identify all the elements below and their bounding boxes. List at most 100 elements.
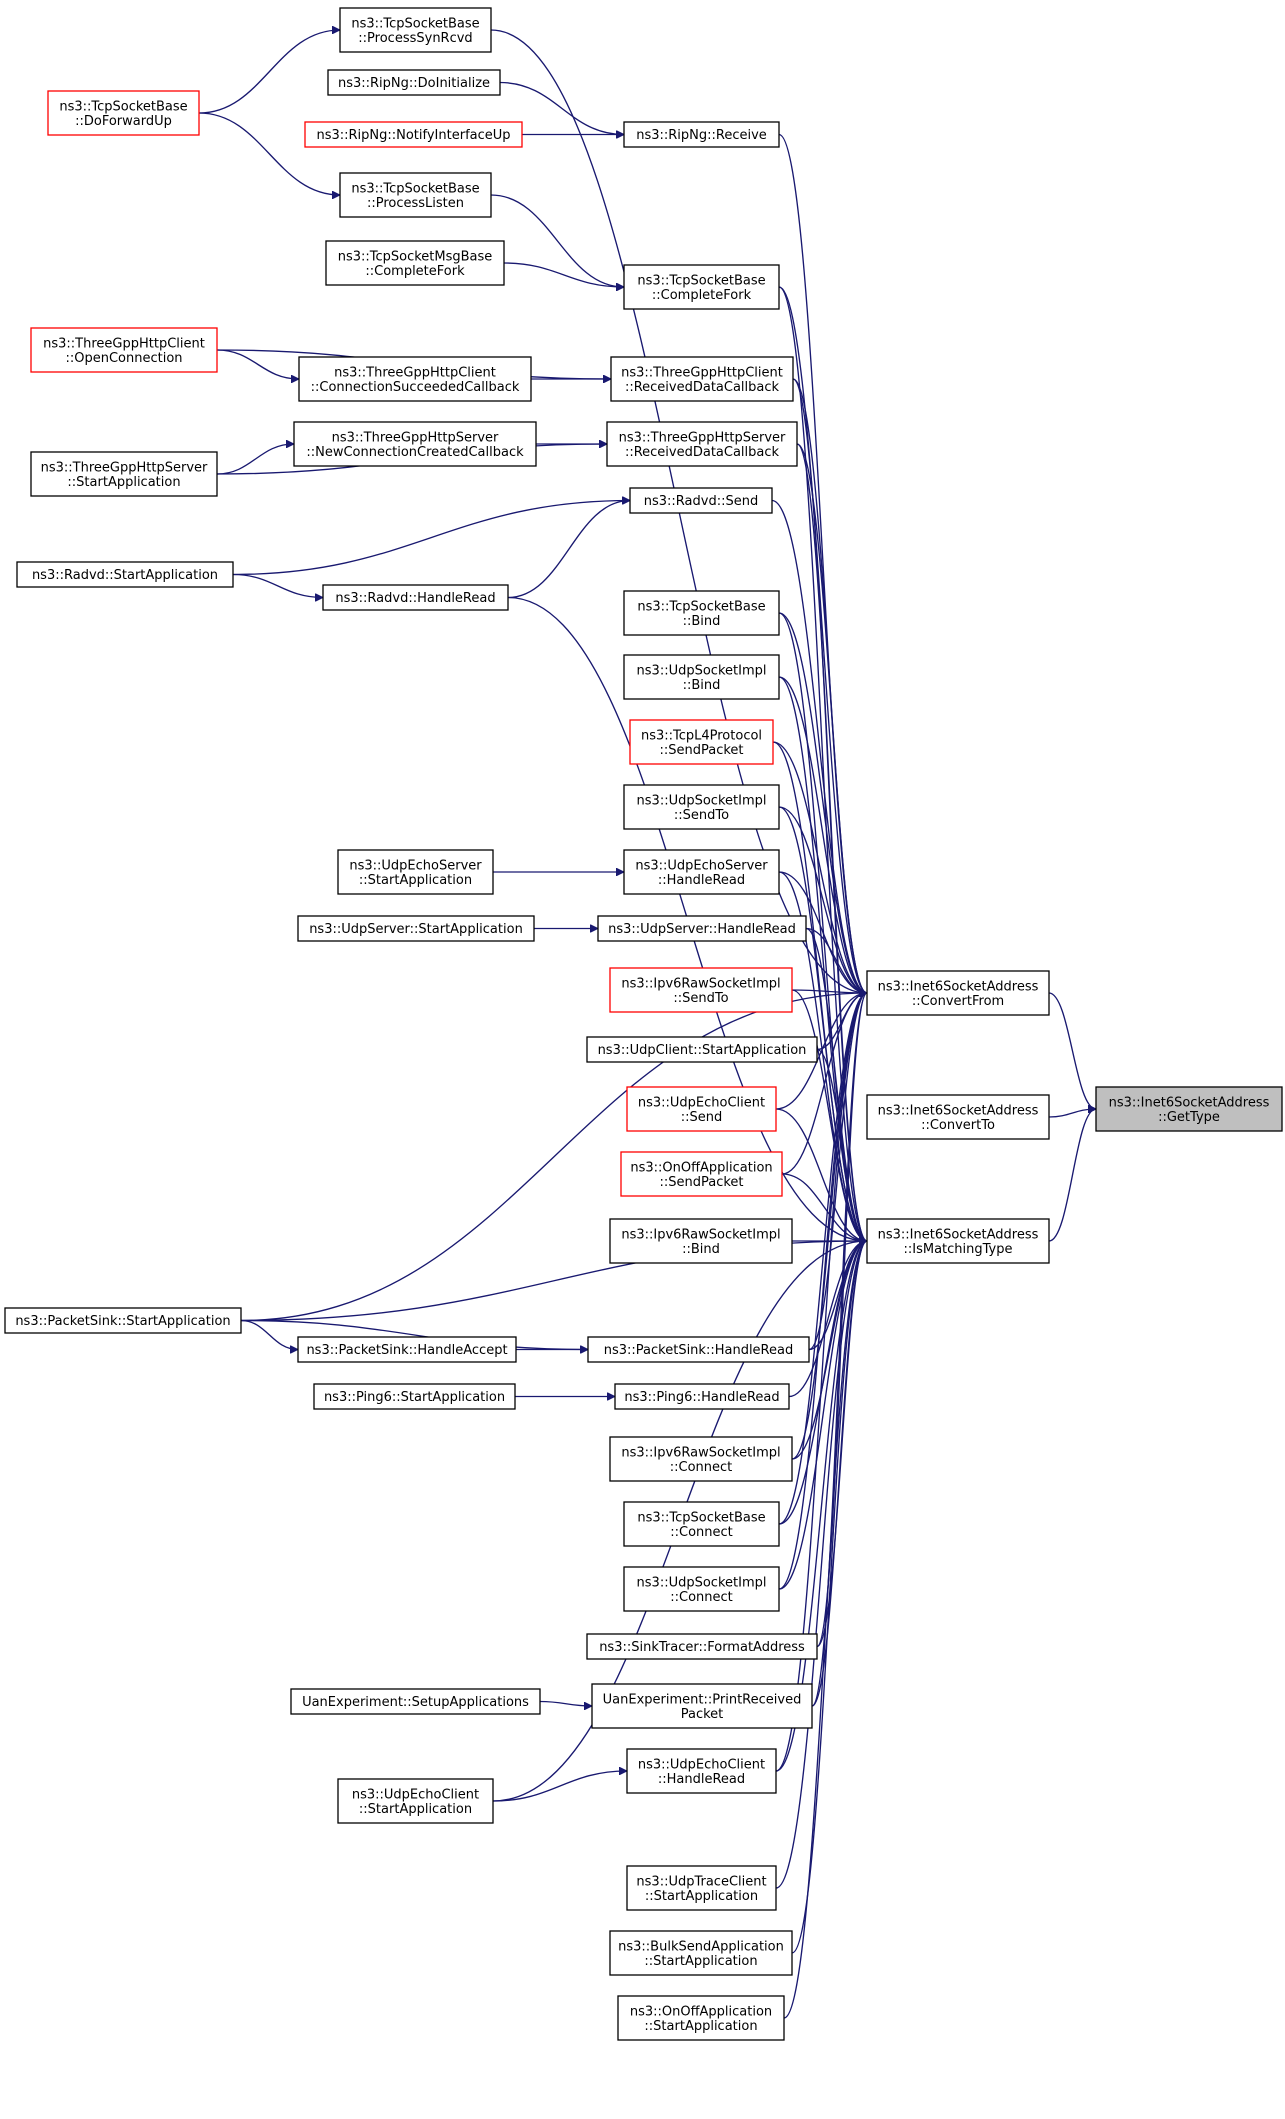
node-convert-to[interactable]: ns3::Inet6SocketAddress::ConvertTo — [866, 1094, 1050, 1140]
node-label: ::ConnectionSucceededCallback — [311, 380, 520, 395]
node-box — [597, 915, 807, 942]
node-label: ns3::TcpSocketBase — [637, 273, 765, 288]
node-label: ::ReceivedDataCallback — [625, 380, 780, 395]
node-box — [325, 240, 505, 286]
node-label: ::Bind — [683, 614, 721, 629]
node-http-client-conn-succ[interactable]: ns3::ThreeGppHttpClient::ConnectionSucce… — [298, 356, 532, 402]
node-ping6-handle-read[interactable]: ns3::Ping6::HandleRead — [614, 1383, 790, 1410]
node-echo-client-send[interactable]: ns3::UdpEchoClient::Send — [626, 1086, 777, 1132]
node-label: ns3::ThreeGppHttpClient — [621, 365, 783, 380]
node-box — [313, 1383, 516, 1410]
node-udp-trace-client-start-app[interactable]: ns3::UdpTraceClient::StartApplication — [626, 1865, 777, 1911]
node-http-client-recv-data[interactable]: ns3::ThreeGppHttpClient::ReceivedDataCal… — [610, 356, 794, 402]
node-ipv6-raw-bind[interactable]: ns3::Ipv6RawSocketImpl::Bind — [609, 1218, 793, 1264]
node-radvd-start-app[interactable]: ns3::Radvd::StartApplication — [16, 561, 234, 588]
node-rip-do-initialize[interactable]: ns3::RipNg::DoInitialize — [327, 69, 501, 96]
node-label: ::CompleteFork — [652, 288, 752, 303]
node-box — [610, 356, 794, 402]
node-ipv6-raw-connect[interactable]: ns3::Ipv6RawSocketImpl::Connect — [609, 1436, 793, 1482]
node-http-server-new-conn[interactable]: ns3::ThreeGppHttpServer::NewConnectionCr… — [293, 421, 537, 467]
node-process-listen[interactable]: ns3::TcpSocketBase::ProcessListen — [339, 172, 492, 218]
node-udp-server-start-app[interactable]: ns3::UdpServer::StartApplication — [297, 915, 535, 942]
node-label: ns3::ThreeGppHttpServer — [332, 430, 499, 445]
node-rip-receive[interactable]: ns3::RipNg::Receive — [623, 121, 780, 148]
node-box — [626, 1748, 777, 1794]
node-tcp-complete-fork[interactable]: ns3::TcpSocketBase::CompleteFork — [623, 264, 780, 310]
node-label: ns3::TcpSocketBase — [351, 181, 479, 196]
node-sink-tracer-format[interactable]: ns3::SinkTracer::FormatAddress — [586, 1633, 818, 1660]
node-echo-client-handle-read[interactable]: ns3::UdpEchoClient::HandleRead — [626, 1748, 777, 1794]
node-label: ::StartApplication — [359, 1802, 472, 1817]
node-http-client-open-conn[interactable]: ns3::ThreeGppHttpClient::OpenConnection — [30, 327, 218, 373]
node-label: ns3::OnOffApplication — [630, 1160, 772, 1175]
node-label: ns3::Inet6SocketAddress — [878, 1103, 1039, 1118]
node-packet-sink-handle-accept[interactable]: ns3::PacketSink::HandleAccept — [297, 1336, 517, 1363]
node-label: Packet — [681, 1707, 724, 1722]
node-get-type[interactable]: ns3::Inet6SocketAddress::GetType — [1095, 1086, 1283, 1132]
node-box — [16, 561, 234, 588]
node-packet-sink-start-app[interactable]: ns3::PacketSink::StartApplication — [4, 1307, 242, 1334]
node-echo-client-start-app[interactable]: ns3::UdpEchoClient::StartApplication — [337, 1778, 494, 1824]
node-box — [339, 172, 492, 218]
node-box — [620, 1151, 783, 1197]
node-process-syn-rcvd[interactable]: ns3::TcpSocketBase::ProcessSynRcvd — [339, 7, 492, 53]
node-udp-bind[interactable]: ns3::UdpSocketImpl::Bind — [623, 654, 780, 700]
node-box — [623, 1566, 780, 1612]
node-label: ns3::ThreeGppHttpServer — [619, 430, 786, 445]
edge-ping6-handle-read-to-is-matching-type — [788, 1241, 868, 1398]
edge-rip-receive-to-convert-from — [778, 133, 868, 994]
node-ping6-start-app[interactable]: ns3::Ping6::StartApplication — [313, 1383, 516, 1410]
node-do-forward-up[interactable]: ns3::TcpSocketBase::DoForwardUp — [47, 90, 200, 136]
node-uan-setup-apps[interactable]: UanExperiment::SetupApplications — [290, 1688, 541, 1715]
node-is-matching-type[interactable]: ns3::Inet6SocketAddress::IsMatchingType — [866, 1218, 1050, 1264]
node-radvd-handle-read[interactable]: ns3::Radvd::HandleRead — [322, 584, 509, 611]
node-label: ns3::PacketSink::StartApplication — [15, 1314, 230, 1329]
node-box — [623, 654, 780, 700]
node-packet-sink-handle-read[interactable]: ns3::PacketSink::HandleRead — [587, 1336, 810, 1363]
node-label: ::ConvertTo — [921, 1118, 995, 1133]
node-box — [606, 421, 798, 467]
node-label: ns3::Ping6::HandleRead — [624, 1390, 779, 1405]
node-label: ::Send — [681, 1110, 723, 1125]
node-bulk-send-start-app[interactable]: ns3::BulkSendApplication::StartApplicati… — [609, 1930, 793, 1976]
node-echo-server-start-app[interactable]: ns3::UdpEchoServer::StartApplication — [337, 849, 494, 895]
node-echo-server-handle-read[interactable]: ns3::UdpEchoServer::HandleRead — [623, 849, 780, 895]
node-radvd-send[interactable]: ns3::Radvd::Send — [629, 487, 773, 514]
node-ipv6-raw-send-to[interactable]: ns3::Ipv6RawSocketImpl::SendTo — [609, 967, 793, 1013]
node-label: ns3::UdpEchoClient — [638, 1095, 765, 1110]
node-label: ns3::Inet6SocketAddress — [1109, 1095, 1270, 1110]
node-box — [297, 1336, 517, 1363]
node-http-server-recv-data[interactable]: ns3::ThreeGppHttpServer::ReceivedDataCal… — [606, 421, 798, 467]
node-udp-send-to[interactable]: ns3::UdpSocketImpl::SendTo — [623, 784, 780, 830]
node-udp-client-start-app[interactable]: ns3::UdpClient::StartApplication — [586, 1036, 818, 1063]
node-tcp-bind[interactable]: ns3::TcpSocketBase::Bind — [623, 590, 780, 636]
node-tcp-connect[interactable]: ns3::TcpSocketBase::Connect — [623, 1501, 780, 1547]
edge-tcp-bind-to-convert-from — [778, 612, 868, 993]
node-label: ::GetType — [1158, 1110, 1220, 1125]
node-label: ns3::UdpEchoServer — [349, 858, 482, 873]
node-on-off-start-app[interactable]: ns3::OnOffApplication::StartApplication — [617, 1995, 785, 2041]
node-box — [339, 7, 492, 53]
node-label: ns3::ThreeGppHttpServer — [41, 460, 208, 475]
edge-tcp-complete-fork-to-convert-from — [778, 286, 868, 993]
node-box — [586, 1036, 818, 1063]
node-on-off-send-packet[interactable]: ns3::OnOffApplication::SendPacket — [620, 1151, 783, 1197]
node-convert-from[interactable]: ns3::Inet6SocketAddress::ConvertFrom — [866, 970, 1050, 1016]
edge-radvd-send-to-convert-from — [771, 499, 868, 994]
node-http-server-start-app[interactable]: ns3::ThreeGppHttpServer::StartApplicatio… — [30, 451, 218, 497]
edge-http-server-recv-data-to-is-matching-type — [796, 443, 868, 1241]
edge-radvd-handle-read-to-radvd-send — [507, 501, 630, 599]
node-udp-server-handle-read[interactable]: ns3::UdpServer::HandleRead — [597, 915, 807, 942]
node-tcp-l4-send-packet[interactable]: ns3::TcpL4Protocol::SendPacket — [629, 719, 774, 765]
node-udp-connect[interactable]: ns3::UdpSocketImpl::Connect — [623, 1566, 780, 1612]
edge-do-forward-up-to-process-syn-rcvd — [198, 30, 340, 114]
node-label: ::StartApplication — [67, 475, 180, 490]
node-box — [298, 356, 532, 402]
node-label: ns3::TcpSocketBase — [59, 99, 187, 114]
node-label: ns3::UdpSocketImpl — [637, 663, 767, 678]
node-box — [587, 1336, 810, 1363]
node-label: ns3::UdpServer::HandleRead — [608, 922, 796, 937]
node-rip-notify-if-up[interactable]: ns3::RipNg::NotifyInterfaceUp — [304, 121, 523, 148]
node-msg-complete-fork[interactable]: ns3::TcpSocketMsgBase::CompleteFork — [325, 240, 505, 286]
